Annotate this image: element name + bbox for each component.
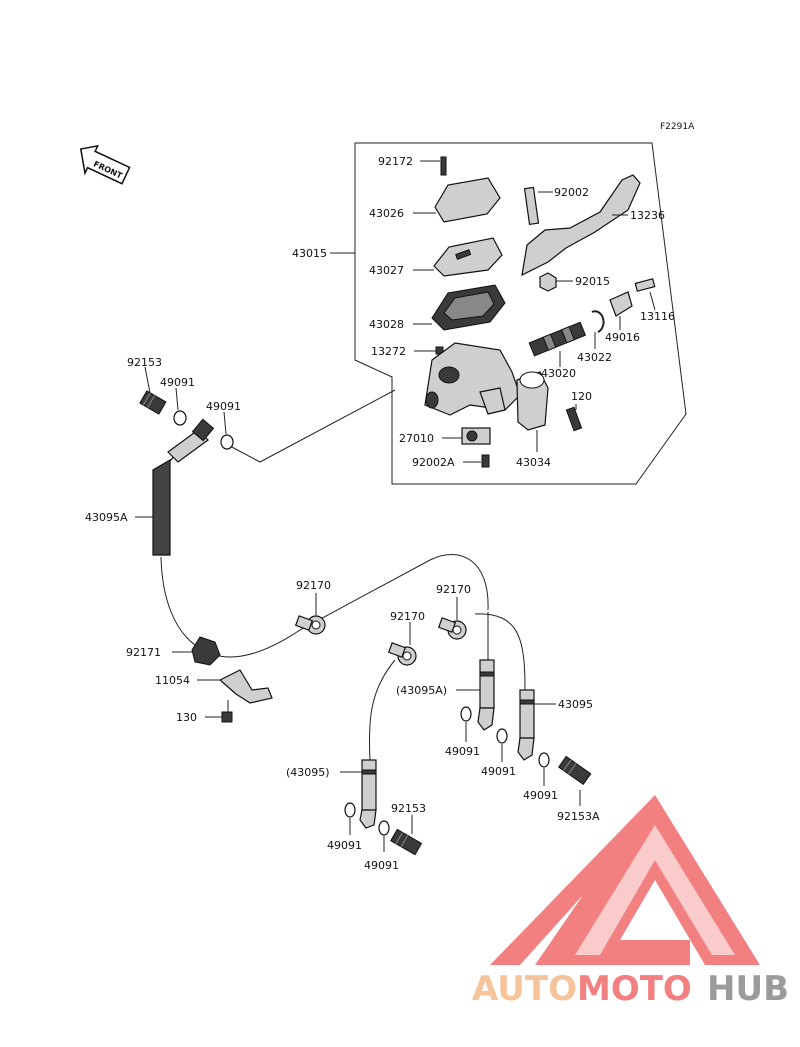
part-49091-washer-g [378,820,390,836]
logo-word-moto: MOTO [577,969,692,1009]
part-43095A-hose [152,458,171,556]
label-13116: 13116 [640,310,675,323]
part-92153-banjo-bolt-top [139,390,167,415]
part-92002-bolt [523,186,540,226]
label-43026: 43026 [369,207,404,220]
label-130: 130 [176,711,197,724]
label-92170-c: 92170 [390,610,425,623]
part-49091-washer-d [496,728,508,744]
label-43015: 43015 [292,247,327,260]
label-43020: 43020 [541,367,576,380]
part-92153-banjo-bolt-bottom [390,828,423,856]
part-92170-clamp-c [387,642,417,666]
logo-word-hub: HUB [707,969,789,1009]
part-43095A-fitting [167,429,209,463]
label-92153A: 92153A [557,810,600,823]
label-43028: 43028 [369,318,404,331]
label-92002: 92002 [554,186,589,199]
assembly-43015-box [354,142,687,485]
part-13116-pin [634,278,656,292]
label-92172: 92172 [378,155,413,168]
label-92170-b: 92170 [436,583,471,596]
part-43022-circlip [591,310,605,333]
figure-code: F2291A [660,122,695,132]
part-92170-clamp-a [294,615,326,635]
label-49016: 49016 [605,331,640,344]
part-49091-washer-f [344,802,356,818]
label-120: 120 [571,390,592,403]
label-11054: 11054 [155,674,190,687]
part-13236-clutch-lever [521,174,641,277]
label-92153-bottom: 92153 [391,802,426,815]
part-92153A-banjo-bolt [558,755,592,786]
part-92002A-screw [481,454,490,468]
part-92170-clamp-b [437,617,467,640]
part-43095-hose-end-left [361,759,377,811]
label-43027: 43027 [369,264,404,277]
part-43020-piston-kit [528,321,587,357]
part-49016-boot [609,291,633,317]
label-43095A-paren: (43095A) [396,684,447,697]
label-43034: 43034 [516,456,551,469]
part-43095-hose-end [519,689,535,739]
label-49091-d: 49091 [481,765,516,778]
part-11054-bracket [218,669,273,704]
label-49091-e: 49091 [523,789,558,802]
label-13236: 13236 [630,209,665,222]
part-130-bolt [221,711,233,723]
label-92170-a: 92170 [296,579,331,592]
part-49091-washer-c [460,706,472,722]
label-43022: 43022 [577,351,612,364]
part-49091-washer-e [538,752,550,768]
label-92153-top: 92153 [127,356,162,369]
label-49091-b: 49091 [206,400,241,413]
label-43095-paren: (43095) [286,766,330,779]
part-43027-plate [433,237,503,277]
part-92171-joint [191,636,221,666]
label-43095: 43095 [558,698,593,711]
label-49091-g: 49091 [364,859,399,872]
label-13272: 13272 [371,345,406,358]
part-49091-washer-b [220,434,234,450]
part-92172-screw [440,156,447,176]
logo-word-auto: AUTO [472,969,577,1009]
part-49091-washer-a [173,410,187,426]
label-92171: 92171 [126,646,161,659]
label-49091-c: 49091 [445,745,480,758]
label-27010: 27010 [399,432,434,445]
label-49091-a: 49091 [160,376,195,389]
label-43095A: 43095A [85,511,128,524]
part-43026-cap [434,177,501,223]
front-arrow-icon: FRONT [79,144,131,185]
part-43095A-hose-end [479,659,495,709]
label-49091-f: 49091 [327,839,362,852]
label-92015: 92015 [575,275,610,288]
automotohub-logo: AUTO MOTO HUB [472,795,789,1009]
label-92002A: 92002A [412,456,455,469]
part-120-bolt [565,406,583,432]
part-92015-nut [539,272,557,292]
